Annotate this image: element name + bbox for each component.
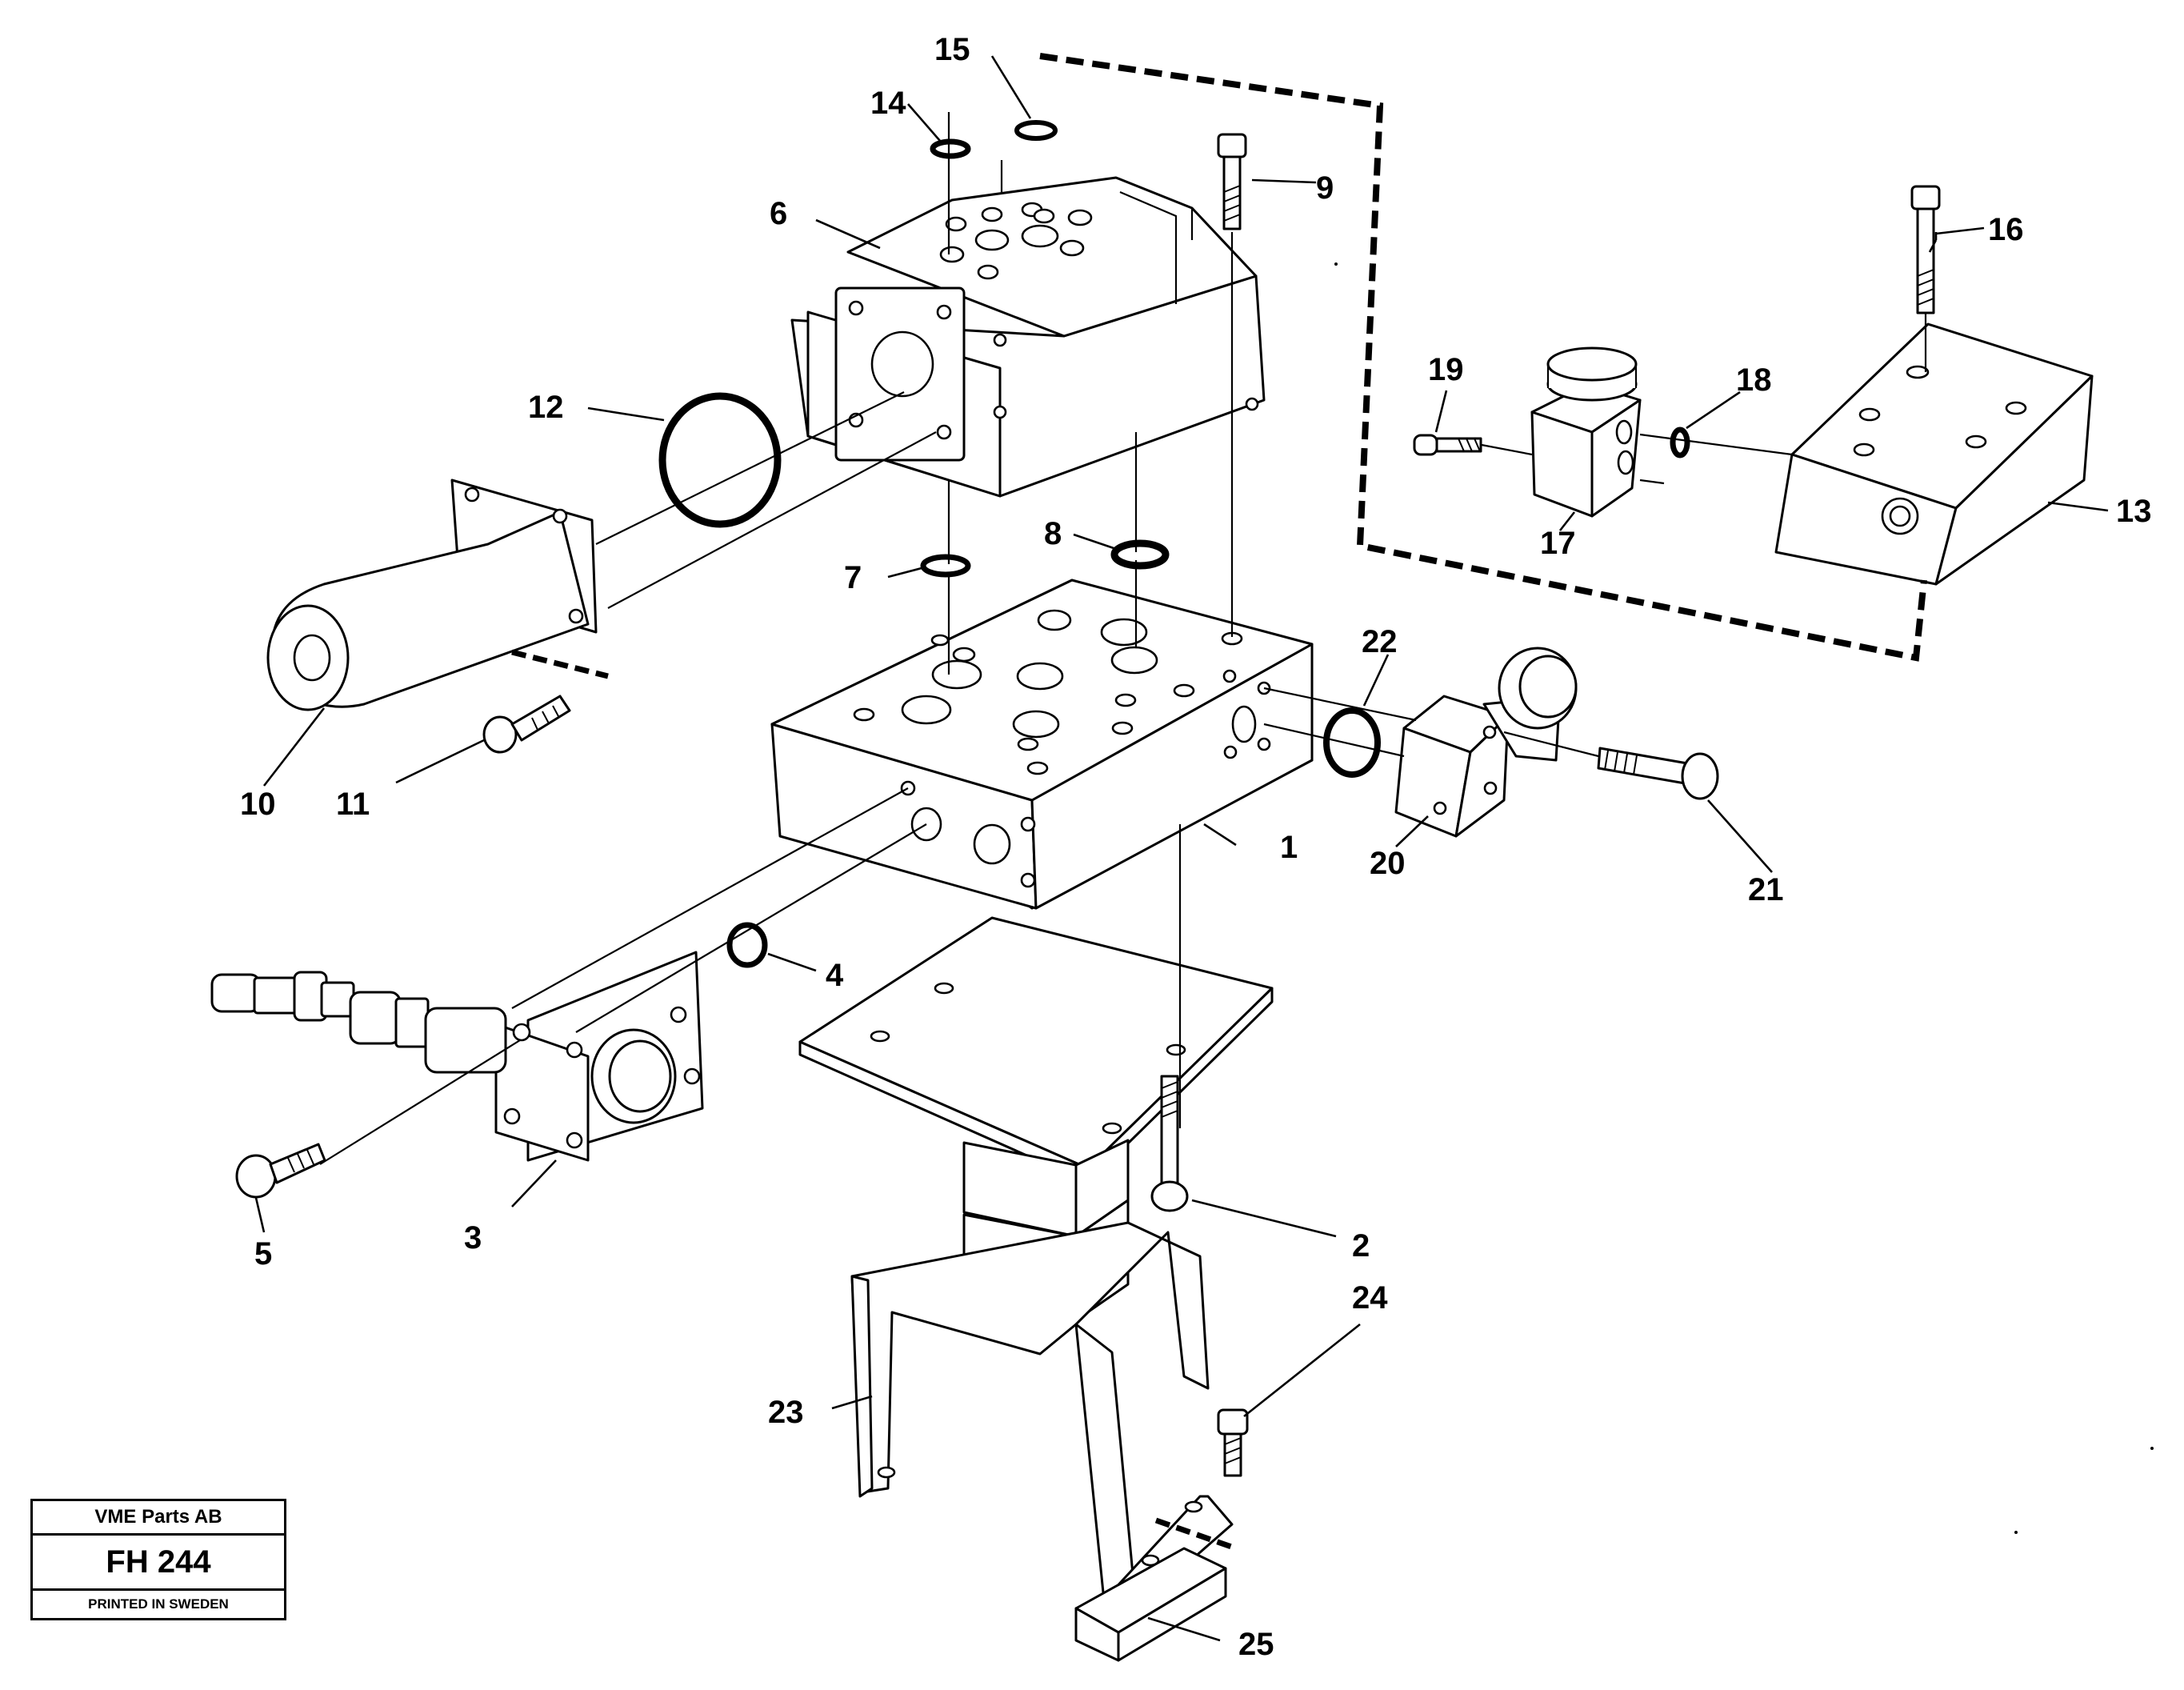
callout-15: 15	[934, 32, 970, 67]
part-22-o-ring	[1323, 707, 1381, 778]
callout-11: 11	[336, 787, 370, 822]
part-13-block	[1774, 322, 2094, 586]
dashed-connection-line-small	[511, 649, 609, 679]
part-19-screw	[1413, 434, 1482, 456]
callout-9: 9	[1316, 170, 1334, 206]
part-23-bracket	[850, 1221, 1234, 1610]
callout-2: 2	[1352, 1228, 1370, 1263]
part-20-solenoid-valve	[1394, 647, 1578, 838]
callout-25: 25	[1238, 1627, 1274, 1662]
part-24-bolt	[1217, 1408, 1249, 1477]
part-21-bolt	[1597, 747, 1719, 800]
callout-22: 22	[1362, 624, 1398, 659]
title-block: VME Parts AB FH 244 PRINTED IN SWEDEN	[30, 1499, 286, 1620]
speck	[2014, 1531, 2018, 1534]
callout-20: 20	[1370, 846, 1406, 881]
callout-3: 3	[464, 1220, 482, 1255]
callout-23: 23	[768, 1395, 804, 1430]
callout-8: 8	[1044, 516, 1062, 551]
leader-lines	[254, 55, 2109, 1642]
part-3-pressure-valve	[210, 951, 704, 1162]
callout-16: 16	[1988, 212, 2024, 247]
callout-13: 13	[2116, 494, 2152, 529]
part-11-screw	[482, 695, 571, 754]
assembly-lines	[319, 112, 1927, 1165]
title-block-company: VME Parts AB	[33, 1501, 284, 1536]
callout-19: 19	[1428, 352, 1464, 387]
part-6-valve-housing	[790, 176, 1266, 498]
callout-24: 24	[1352, 1280, 1388, 1316]
dashed-connection-line	[1039, 53, 1927, 662]
dashed-connection-line-small	[1154, 1517, 1238, 1552]
part-12-o-ring	[658, 392, 782, 528]
callout-4: 4	[826, 958, 844, 993]
part-5-screw	[235, 1143, 326, 1199]
callout-5: 5	[254, 1236, 272, 1272]
part-8-seal-ring	[1110, 539, 1170, 570]
title-block-code: FH 244	[33, 1536, 284, 1591]
title-block-printed: PRINTED IN SWEDEN	[88, 1596, 229, 1612]
part-10-canister	[266, 479, 598, 711]
callout-18: 18	[1736, 362, 1772, 398]
callout-12: 12	[528, 390, 564, 425]
callout-labels: 1 2 3 4 5 6 7 8 9 10 11 12 13 14 15 16 1…	[240, 32, 2152, 1662]
part-7-seal-ring	[920, 554, 971, 578]
part-17-cube-valve	[1530, 346, 1642, 518]
callout-1: 1	[1280, 830, 1298, 865]
callout-10: 10	[240, 787, 276, 822]
callout-14: 14	[870, 86, 906, 121]
part-4-o-ring	[726, 922, 768, 968]
speck	[2150, 1447, 2154, 1450]
part-18-seal-ring	[1670, 427, 1690, 459]
callout-6: 6	[770, 196, 787, 231]
speck	[1334, 262, 1338, 266]
part-15-o-ring	[1014, 120, 1058, 141]
part-2-bolt	[1150, 1075, 1189, 1212]
part-1-main-valve-block	[770, 579, 1314, 910]
callout-17: 17	[1540, 526, 1576, 561]
part-16-bolt	[1910, 185, 1941, 314]
part-14-seal-ring	[930, 138, 971, 159]
callout-7: 7	[844, 560, 862, 595]
part-25-spacer-block	[1074, 1547, 1227, 1662]
callout-21: 21	[1748, 872, 1784, 907]
part-9-bolt	[1217, 133, 1247, 230]
mounting-plate	[798, 916, 1274, 1184]
